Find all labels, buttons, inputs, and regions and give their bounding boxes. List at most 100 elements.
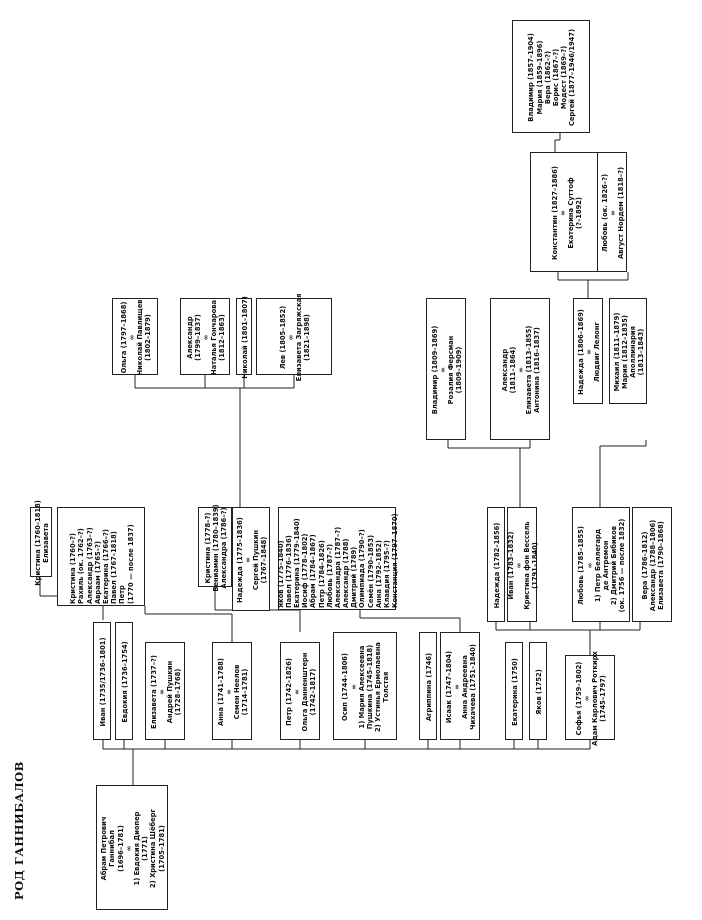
entry-line: Александр (1788–1806): [648, 519, 657, 612]
entry-line: Кристина фон Вессель: [523, 521, 531, 610]
entry-line: (1802–1879): [144, 314, 153, 361]
entry-line: Ольга Данненштерн: [301, 652, 309, 732]
children-box-isaak: Яков (1775–1840)Павел (1776–1836)Екатери…: [277, 507, 400, 610]
entry-line: 1) Мария Алексеевна: [357, 645, 366, 729]
entry-line: (1728–1768): [174, 668, 183, 716]
entry-line: (ок. 1756 — после 1832): [618, 518, 627, 613]
entry-line: ∞: [585, 562, 594, 569]
entry-line: ∞: [452, 684, 461, 690]
entry-line: Кристина (1760–1818): [33, 500, 42, 586]
entry-line: Николай (1801–1807): [240, 296, 249, 379]
entry-line: Петр (1742–1826): [284, 658, 293, 726]
entry-line: Константин (1827–1886): [550, 166, 559, 260]
entry-line: Любовь (1785–1855): [577, 526, 586, 605]
entry-line: (1696–1781): [116, 825, 125, 872]
entry-line: Елизавета Загряжская: [295, 293, 303, 382]
entry-line: Август Нордем (1818–?): [617, 166, 626, 260]
entry-line: Агриппина (1746): [424, 652, 433, 722]
entry-line: Елизавета (1790–1868): [657, 521, 666, 610]
entry-line: (?–1892): [575, 197, 584, 229]
entry-line: Вера (1786–1812): [640, 531, 649, 600]
entry-line: Наталья Гончарова: [210, 300, 219, 375]
person-box-vladimir: Владимир (1809–1869)∞Розалия Ферсман(180…: [426, 298, 466, 440]
entry-line: Александра (1787–?): [333, 526, 342, 608]
entry-line: ∞: [157, 689, 166, 695]
entry-line: Ганнибал: [108, 830, 117, 867]
entry-line: 1) Евдокия Диопер: [133, 811, 141, 886]
entry-line: Анна Андреевна: [461, 655, 469, 719]
entry-line: Семён (1790–1853): [366, 534, 375, 608]
entry-line: (1809–1909): [455, 346, 464, 394]
entry-line: Авраам (1765–?): [93, 541, 102, 604]
entry-line: (1742–1817): [309, 668, 318, 716]
entry-line: Евдокия (1736–1754): [120, 641, 129, 723]
entry-line: ∞: [514, 562, 523, 569]
entry-line: Александр (1763–?): [85, 527, 94, 604]
person-box-petr: Петр (1742–1826)∞Ольга Данненштерн(1742–…: [280, 642, 320, 740]
entry-line: Павел (1776–1836): [284, 535, 293, 608]
entry-line: Елизавета: [42, 523, 50, 563]
entry-line: Сергей Пушкин: [252, 529, 260, 591]
children-box-ivan: Кристина (1760–1818)Елизавета: [30, 500, 52, 586]
person-box-anna: Анна (1741–1788)∞Семен Неелов(1714–1781): [212, 642, 252, 740]
entry-line: 2) Христина Шёберг: [149, 809, 158, 888]
entry-line: (1791–1840): [531, 542, 540, 589]
entry-line: Николай Павлищев: [136, 299, 144, 376]
entry-line: Елизавета (1813–1855): [525, 325, 534, 415]
entry-line: Михаил (1811–1879): [612, 312, 621, 392]
entry-line: Мария (1859–1896): [535, 40, 544, 115]
entry-line: Надежда (1782–1856): [492, 522, 501, 609]
entry-line: Екатерина (1779–1840): [293, 518, 302, 608]
person-box-konstantin: Константин (1827–1886)∞Екатерина Суттоф(…: [530, 152, 602, 272]
entry-line: ∞: [127, 334, 136, 341]
entry-line: Толстая: [382, 671, 391, 703]
children-box-osip: Кристина (1778–?)Вениамин (1780–1839)Але…: [198, 504, 232, 592]
entry-line: Абрам Петрович: [100, 816, 109, 881]
entry-line: Любовь (1787–?): [325, 543, 334, 608]
entry-line: Дмитрий (1789): [350, 546, 359, 608]
entry-line: Любовь (ок. 1826–?): [600, 173, 609, 253]
person-box-ekaterina: Екатерина (1750): [505, 642, 523, 740]
entry-line: (1799–1837): [193, 314, 202, 361]
entry-line: Констанция (1797–1870): [391, 513, 400, 608]
entry-line: Вера (1862–?): [543, 50, 552, 105]
entry-line: Ольга (1797–1868): [119, 301, 128, 374]
entry-line: Клавдия (1795–?): [382, 540, 391, 608]
person-box-lyubov-l: Любовь (ок. 1826–?)∞Август Нордем (1818–…: [597, 152, 627, 272]
entry-line: Екатерина (1750): [510, 658, 519, 726]
entry-line: 1) Петр Беллегард: [593, 528, 602, 603]
person-box-nadezhda-2: Надежда (1782–1856): [487, 507, 505, 622]
entry-line: Петр (1784–1826): [317, 540, 326, 608]
entry-line: Петр: [118, 585, 127, 604]
entry-line: Иван (1783–1832): [506, 531, 515, 600]
person-box-evdokia: Евдокия (1736–1754): [115, 622, 133, 740]
entry-line: Лев (1805–1852): [278, 305, 287, 370]
entry-line: Олимпиада (1790–?): [358, 529, 367, 608]
entry-line: де Антремон: [602, 540, 610, 591]
person-box-lev: Лев (1805–1852)∞Елизавета Загряжская(182…: [256, 294, 332, 381]
entry-line: Розалия Ферсман: [447, 335, 455, 405]
entry-line: ∞: [292, 689, 301, 695]
entry-line: ∞: [124, 845, 133, 852]
person-box-agrippina: Агриппина (1746): [419, 632, 437, 740]
entry-line: Вениамин (1780–1839): [211, 504, 220, 592]
entry-line: 2) Дмитрий Бибиков: [610, 526, 619, 606]
entry-line: Антонина (1816–1837): [533, 327, 542, 413]
entry-line: Софья (1759–1802): [574, 661, 583, 736]
person-box-nadezhda: Надежда (1775–1836)∞Сергей Пушкин(1767–1…: [232, 507, 270, 611]
entry-line: Елизавета (1737–?): [149, 655, 158, 729]
person-box-aleksandr-pushkin: Александр(1799–1837)∞Наталья Гончарова(1…: [180, 298, 230, 375]
entry-line: ∞: [438, 367, 447, 373]
entry-line: Кристина (1778–?): [203, 512, 212, 584]
entry-line: (1705–1781): [157, 825, 166, 872]
entry-line: (1770 — после 1837): [126, 524, 135, 604]
children-box-petr: Кристина (1760–?)Рахиль (ок. 1762–?)Алек…: [57, 507, 145, 606]
entry-line: Аполлинария: [629, 326, 637, 378]
entry-line: Александр: [500, 348, 509, 392]
entry-line: (1714–1781): [241, 668, 250, 716]
entry-line: Надежда (1806–1869): [576, 309, 585, 395]
children-box-vera: Вера (1786–1812)Александр (1788–1806)Ели…: [632, 507, 672, 622]
